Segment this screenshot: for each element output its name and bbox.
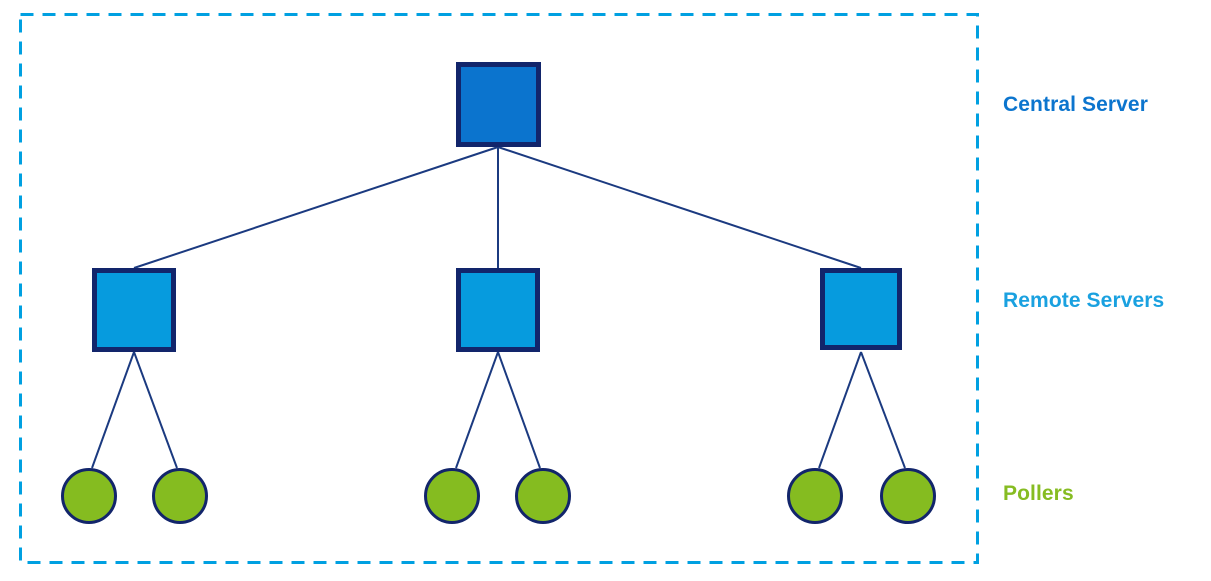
node-poller-6[interactable] [880,468,936,524]
node-poller-4[interactable] [515,468,571,524]
edge-central-to-remote-1 [133,146,499,269]
edge-remote-3-to-poller-6 [860,351,906,469]
tier-label-remote-servers: Remote Servers [1003,289,1165,312]
node-poller-5[interactable] [787,468,843,524]
edge-remote-1-to-poller-2 [133,351,178,469]
node-remote-server-1[interactable] [92,268,176,352]
deployment-boundary [19,13,979,564]
edge-remote-3-to-poller-5 [818,351,862,469]
node-poller-3[interactable] [424,468,480,524]
node-central-server[interactable] [456,62,541,147]
node-remote-server-2[interactable] [456,268,540,352]
edge-remote-1-to-poller-1 [91,351,135,469]
tier-label-central-server: Central Server [1003,93,1148,116]
connector-group-central [133,146,862,269]
edge-central-to-remote-3 [497,146,862,269]
edge-remote-2-to-poller-3 [455,351,499,469]
node-remote-server-3[interactable] [820,268,902,350]
edge-remote-2-to-poller-4 [497,351,541,469]
node-poller-1[interactable] [61,468,117,524]
node-poller-2[interactable] [152,468,208,524]
connector-group-pollers [91,351,906,469]
tier-label-pollers: Pollers [1003,482,1074,505]
